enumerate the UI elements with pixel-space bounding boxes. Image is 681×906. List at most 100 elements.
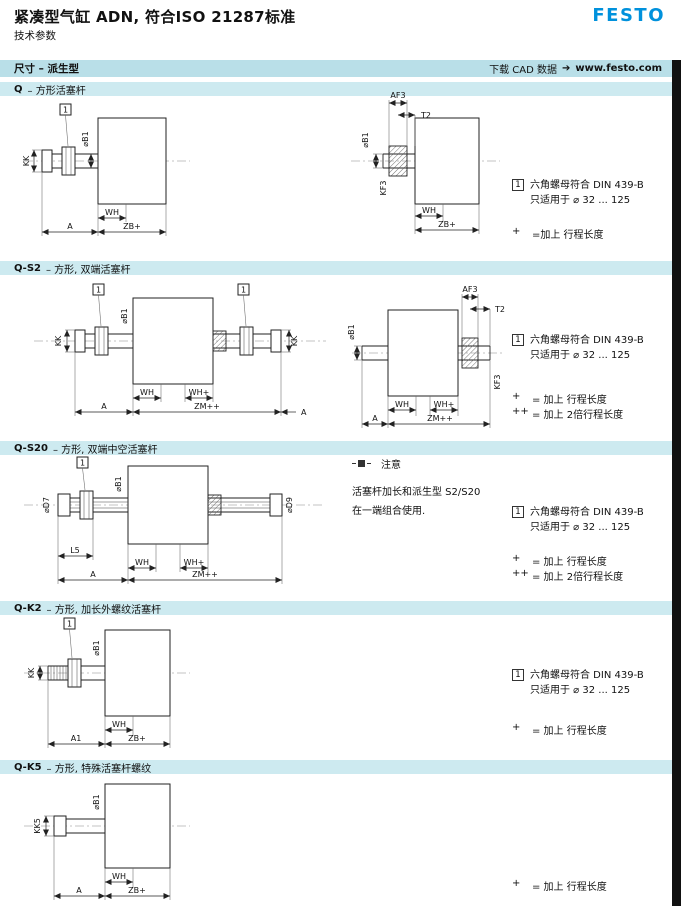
hex-nut-section — [388, 145, 408, 177]
hex-nut — [79, 490, 94, 520]
dim-b1: ⌀B1 — [347, 324, 362, 361]
dim-label-kf3: KF3 — [493, 375, 502, 390]
dim-kk: KK — [27, 665, 48, 681]
section-desc: – 方形, 双端活塞杆 — [46, 264, 131, 276]
dim-af3: AF3 — [388, 91, 408, 146]
footnote-s2: 1 六角螺母符合 DIN 439-B 只适用于 ⌀ 32 ... 125 — [512, 333, 644, 363]
dim-label-zm: ZM++ — [194, 402, 220, 411]
legend-symbol: + — [512, 878, 521, 889]
section-code: Q-K2 — [14, 602, 42, 614]
hollow-rod-right — [207, 493, 283, 517]
section-header-q-s2: Q-S2 – 方形, 双端活塞杆 — [0, 261, 672, 276]
page-edge-bar — [672, 60, 681, 906]
footnote-line1: 六角螺母符合 DIN 439-B — [530, 180, 644, 191]
piston-rod-right — [212, 326, 282, 356]
dim-label-a1: A1 — [71, 734, 82, 743]
legend-text: = 加上 行程长度 — [532, 726, 607, 737]
footnote-callout-left: 1 — [92, 283, 105, 327]
footnote-marker: 1 — [512, 669, 524, 681]
threaded-rod — [47, 658, 105, 688]
arrow-icon: ➔ — [561, 63, 571, 74]
festo-url-link[interactable]: www.festo.com — [575, 63, 662, 74]
dim-label-t2: T2 — [420, 111, 431, 120]
notice-line2: 在一端组合使用. — [352, 506, 426, 517]
drawing-qs2-right: AF3 T2 ⌀B1 KF3 WH WH+ A ZM++ — [347, 285, 505, 428]
section-header-q-k2: Q-K2 – 方形, 加长外螺纹活塞杆 — [0, 601, 672, 616]
legend-symbol: + — [512, 722, 521, 733]
cylinder-body — [104, 629, 171, 717]
piston-rod — [41, 146, 98, 176]
dim-af3: AF3 — [461, 285, 479, 338]
section-desc: – 方形活塞杆 — [27, 85, 86, 97]
rod-end-fitting — [57, 493, 71, 517]
legend-symbol: ++ — [512, 406, 529, 417]
dim-kk5: KK5 — [33, 815, 54, 837]
footnote-number: 1 — [63, 106, 68, 115]
dim-label-zb: ZB+ — [128, 734, 146, 743]
legend-text: = 加上 2倍行程长度 — [532, 572, 624, 583]
section-header-q-s20: Q-S20 – 方形, 双端中空活塞杆 — [0, 441, 672, 456]
footnote-line1: 六角螺母符合 DIN 439-B — [530, 670, 644, 681]
legend-text: = 加上 行程长度 — [532, 395, 607, 406]
page-title: 紧凑型气缸 ADN, 符合ISO 21287标准 — [14, 8, 296, 26]
dim-label-kk: KK — [27, 667, 36, 678]
section-desc: – 方形, 特殊活塞杆螺纹 — [46, 763, 152, 775]
footnote-k2: 1 六角螺母符合 DIN 439-B 只适用于 ⌀ 32 ... 125 — [512, 668, 644, 698]
square-rod-end — [74, 329, 86, 353]
legend-text: =加上 行程长度 — [532, 230, 604, 241]
dims-bottom: WH WH+ A ZM++ A — [74, 352, 307, 417]
dim-label-whp: WH+ — [189, 388, 210, 397]
footnote-callout: 1 — [59, 103, 72, 147]
footnote-line1: 六角螺母符合 DIN 439-B — [530, 507, 644, 518]
cylinder-body — [104, 783, 171, 869]
legend-s20-double-stroke: ++ = 加上 2倍行程长度 — [512, 568, 623, 583]
legend-symbol: + — [512, 391, 521, 402]
rod-bearing — [207, 494, 222, 516]
dim-kk-left: KK — [54, 329, 75, 353]
piston-rod-right — [458, 337, 491, 369]
hex-nut — [94, 326, 109, 356]
dim-label-kk: KK — [22, 155, 31, 166]
dim-label-d9: ⌀D9 — [285, 497, 294, 513]
dim-t2: T2 — [398, 111, 431, 146]
cylinder-body — [97, 117, 167, 205]
notice-s20: 注意 活塞杆加长和派生型 S2/S20 在一端组合使用. — [352, 456, 480, 517]
notice-line1: 活塞杆加长和派生型 S2/S20 — [352, 487, 481, 498]
legend-q-stroke: + =加上 行程长度 — [512, 226, 604, 241]
legend-text: = 加上 2倍行程长度 — [532, 410, 624, 421]
dim-kk-right: KK — [281, 329, 299, 353]
dims-bottom: WH A ZB+ — [53, 836, 171, 900]
cad-label: 下载 CAD 数据 — [489, 65, 557, 76]
dim-label-a-right: A — [301, 408, 307, 417]
cylinder-body — [414, 117, 480, 205]
legend-symbol: + — [512, 226, 521, 237]
hollow-rod-left — [57, 490, 128, 520]
dim-t2: T2 — [470, 305, 505, 346]
special-thread-end — [53, 815, 67, 837]
cad-download: 下载 CAD 数据 ➔ www.festo.com — [489, 61, 662, 76]
dim-label-wh: WH — [395, 400, 409, 409]
piston-rod — [382, 145, 415, 177]
hex-nut — [61, 146, 76, 176]
note-icon — [352, 460, 371, 467]
footnote-line1: 六角螺母符合 DIN 439-B — [530, 335, 644, 346]
banner-title: 尺寸 – 派生型 — [14, 63, 80, 75]
dim-label-b1: ⌀B1 — [92, 794, 101, 809]
dim-b1: ⌀B1 — [81, 131, 94, 168]
footnote-number: 1 — [80, 459, 85, 468]
cylinder-body — [132, 297, 214, 385]
drawing-qk5: KK5 ⌀B1 WH A ZB+ — [24, 783, 190, 900]
notice-title: 注意 — [381, 460, 401, 471]
dim-label-af3: AF3 — [462, 285, 477, 294]
dim-label-kk: KK — [54, 335, 63, 346]
footnote-marker: 1 — [512, 179, 524, 191]
legend-k2-stroke: + = 加上 行程长度 — [512, 722, 607, 737]
dim-label-kk: KK — [290, 335, 299, 346]
dim-label-l5: L5 — [70, 546, 80, 555]
dim-label-a: A — [76, 886, 82, 895]
dim-label-zb: ZB+ — [438, 220, 456, 229]
dim-label-zb: ZB+ — [123, 222, 141, 231]
dims-bottom: WH A ZB+ — [41, 172, 167, 236]
legend-text: = 加上 行程长度 — [532, 557, 607, 568]
